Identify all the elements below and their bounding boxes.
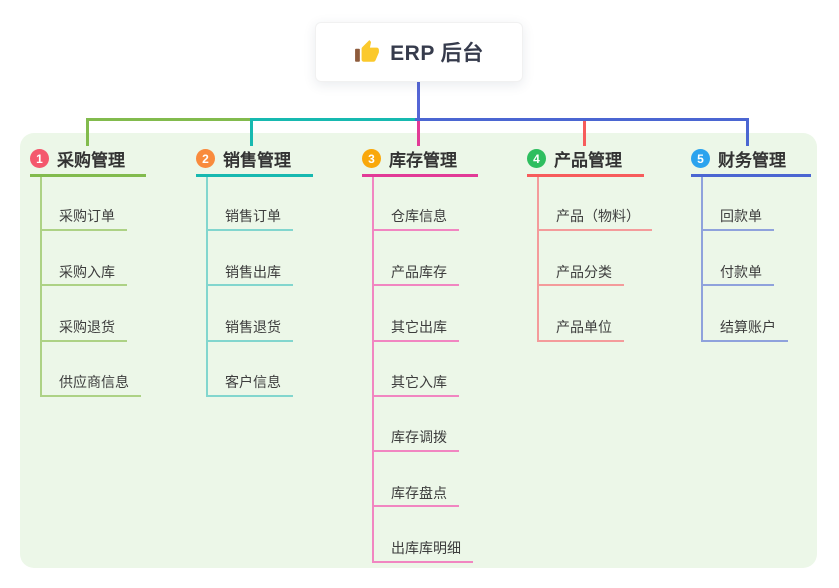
child-label: 其它入库: [391, 374, 447, 391]
child-label: 出库库明细: [391, 539, 461, 556]
branch-children: 销售订单 销售出库 销售退货 客户信息: [206, 177, 313, 397]
branch-number-badge: 3: [362, 149, 381, 168]
branch-number-badge: 2: [196, 149, 215, 168]
connector-rail-blue: [415, 118, 749, 121]
branch-node[interactable]: 4 产品管理: [527, 146, 644, 177]
branch-node[interactable]: 5 财务管理: [691, 146, 811, 177]
child-node[interactable]: 回款单: [703, 177, 774, 231]
child-label: 供应商信息: [59, 374, 129, 391]
child-label: 库存盘点: [391, 484, 447, 501]
child-label: 产品库存: [391, 263, 447, 280]
child-label: 产品（物料）: [556, 208, 640, 225]
connector-drop-sales: [250, 118, 253, 146]
branch-5-finance: 5 财务管理 回款单 付款单 结算账户: [691, 146, 811, 342]
branch-title-label: 产品管理: [554, 151, 622, 170]
branch-children: 仓库信息 产品库存 其它出库 其它入库 库存调拨 库存盘点 出库库明细: [372, 177, 478, 563]
child-node[interactable]: 其它出库: [374, 286, 459, 342]
child-node[interactable]: 产品库存: [374, 231, 459, 287]
branch-children: 采购订单 采购入库 采购退货 供应商信息: [40, 177, 146, 397]
child-label: 采购入库: [59, 263, 115, 280]
child-label: 采购退货: [59, 318, 115, 335]
child-node[interactable]: 库存盘点: [374, 452, 459, 508]
child-node[interactable]: 产品分类: [539, 231, 624, 287]
connector-drop-finance: [746, 118, 749, 146]
branches-background-panel: [20, 133, 817, 568]
child-node[interactable]: 销售订单: [208, 177, 293, 231]
child-node[interactable]: 结算账户: [703, 286, 788, 342]
child-node[interactable]: 付款单: [703, 231, 774, 287]
connector-drop-inventory: [417, 121, 420, 146]
child-node[interactable]: 销售退货: [208, 286, 293, 342]
child-node[interactable]: 其它入库: [374, 342, 459, 397]
connector-drop-product: [583, 121, 586, 146]
branch-title-label: 采购管理: [57, 151, 125, 170]
child-node[interactable]: 供应商信息: [42, 342, 141, 397]
branch-node[interactable]: 3 库存管理: [362, 146, 478, 177]
connector-rail-teal: [250, 118, 418, 121]
child-node[interactable]: 出库库明细: [374, 507, 473, 563]
thumbs-up-icon: [355, 40, 380, 62]
branch-title-label: 销售管理: [223, 151, 291, 170]
branch-3-inventory: 3 库存管理 仓库信息 产品库存 其它出库 其它入库 库存调拨 库存盘点 出库库…: [362, 146, 478, 563]
child-label: 客户信息: [225, 374, 281, 391]
branch-number-badge: 5: [691, 149, 710, 168]
child-label: 产品单位: [556, 318, 612, 335]
branch-4-product: 4 产品管理 产品（物料） 产品分类 产品单位: [527, 146, 652, 342]
child-node[interactable]: 销售出库: [208, 231, 293, 287]
child-node[interactable]: 库存调拨: [374, 397, 459, 453]
child-node[interactable]: 采购入库: [42, 231, 127, 287]
child-label: 产品分类: [556, 263, 612, 280]
branch-1-purchase: 1 采购管理 采购订单 采购入库 采购退货 供应商信息: [30, 146, 146, 397]
branch-title-label: 财务管理: [718, 151, 786, 170]
child-node[interactable]: 仓库信息: [374, 177, 459, 231]
root-connector-line: [417, 82, 420, 119]
branch-children: 回款单 付款单 结算账户: [701, 177, 811, 342]
child-node[interactable]: 客户信息: [208, 342, 293, 397]
child-node[interactable]: 采购退货: [42, 286, 127, 342]
branch-number-badge: 4: [527, 149, 546, 168]
child-label: 其它出库: [391, 318, 447, 335]
child-label: 采购订单: [59, 208, 115, 225]
branch-node[interactable]: 2 销售管理: [196, 146, 313, 177]
child-label: 结算账户: [720, 318, 776, 335]
branch-number-badge: 1: [30, 149, 49, 168]
child-label: 销售出库: [225, 263, 281, 280]
child-label: 仓库信息: [391, 208, 447, 225]
child-node[interactable]: 产品单位: [539, 286, 624, 342]
child-node[interactable]: 采购订单: [42, 177, 127, 231]
child-label: 销售订单: [225, 208, 281, 225]
root-label: ERP 后台: [390, 42, 484, 65]
child-node[interactable]: 产品（物料）: [539, 177, 652, 231]
child-label: 库存调拨: [391, 429, 447, 446]
root-node[interactable]: ERP 后台: [315, 22, 523, 82]
child-label: 销售退货: [225, 318, 281, 335]
connector-rail-green: [86, 118, 250, 121]
connector-drop-purchase: [86, 118, 89, 146]
branch-node[interactable]: 1 采购管理: [30, 146, 146, 177]
branch-2-sales: 2 销售管理 销售订单 销售出库 销售退货 客户信息: [196, 146, 313, 397]
child-label: 付款单: [720, 263, 762, 280]
branch-children: 产品（物料） 产品分类 产品单位: [537, 177, 652, 342]
child-label: 回款单: [720, 208, 762, 225]
branch-title-label: 库存管理: [389, 151, 457, 170]
